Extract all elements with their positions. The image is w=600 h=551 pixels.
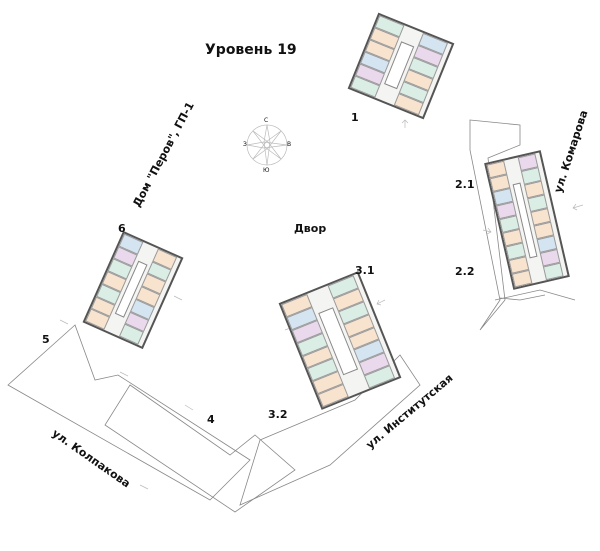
podium-outline-right xyxy=(239,354,421,506)
courtyard-label: Двор xyxy=(294,222,327,235)
label-building-6: 6 xyxy=(118,222,126,235)
podium-outline-bottom xyxy=(104,384,296,513)
label-building-3-2: 3.2 xyxy=(268,408,288,421)
level-title: Уровень 19 xyxy=(205,42,297,58)
compass-north: С xyxy=(264,117,269,124)
compass-south: Ю xyxy=(263,167,270,174)
label-building-4: 4 xyxy=(207,413,215,426)
podium-outline-east xyxy=(469,119,521,331)
podium-outline-left xyxy=(7,324,251,501)
apartment-unit[interactable] xyxy=(511,269,533,288)
label-building-2-1: 2.1 xyxy=(455,178,475,191)
compass-west: З xyxy=(243,141,247,148)
label-building-2-2: 2.2 xyxy=(455,265,475,278)
compass-east: В xyxy=(287,141,292,148)
label-building-3-1: 3.1 xyxy=(355,264,375,277)
compass-rose xyxy=(246,124,288,166)
podium-outline-east2 xyxy=(494,289,576,301)
apartment-unit[interactable] xyxy=(542,262,564,281)
label-building-1: 1 xyxy=(351,111,359,124)
podium-outline-east3 xyxy=(499,294,546,301)
label-building-5: 5 xyxy=(42,333,50,346)
